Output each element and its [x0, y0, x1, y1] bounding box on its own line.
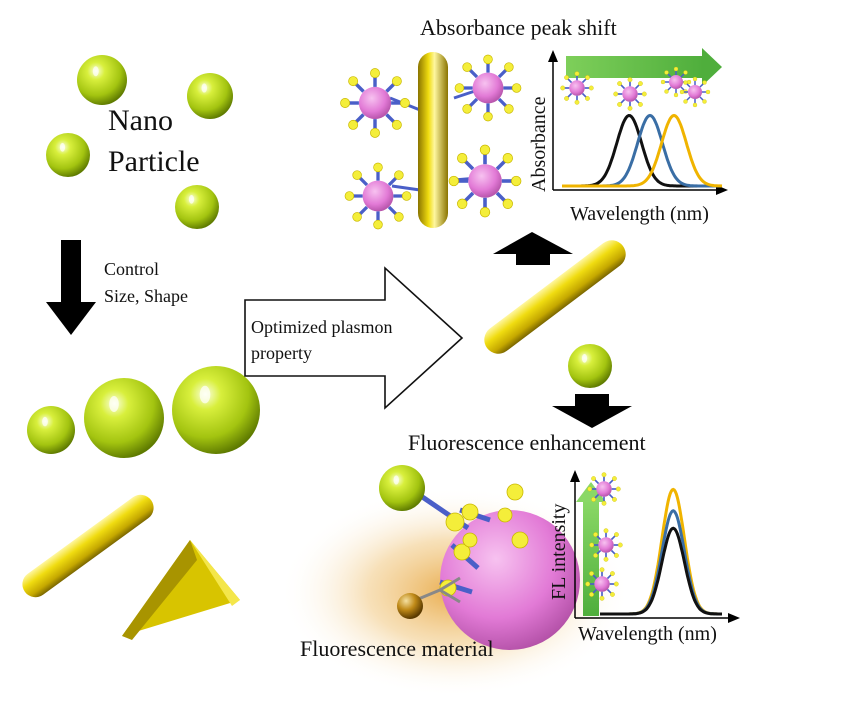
- dye-molecule: [453, 53, 523, 123]
- peak-curve-2: [600, 526, 722, 616]
- nanorod-vertical: [418, 52, 448, 228]
- dye-molecule: [679, 76, 711, 108]
- up-arrow-icon: [493, 232, 573, 265]
- absorbance-chart: [548, 48, 728, 195]
- dye-molecule: [338, 66, 412, 140]
- down-arrow-icon: [46, 240, 96, 335]
- down-small-arrow-icon: [552, 394, 632, 428]
- fluorophore-ball: [397, 593, 423, 619]
- nanoparticle-cluster: [46, 55, 233, 229]
- particle-label: Particle: [108, 145, 200, 178]
- absorbance-x-label: Wavelength (nm): [570, 203, 709, 225]
- fluorescence-enhancement-title: Fluorescence enhancement: [408, 430, 646, 455]
- fluorescence-material-label: Fluorescence material: [300, 636, 494, 661]
- control-label-line1: Control: [104, 259, 160, 279]
- nano-sphere-small: [27, 406, 75, 454]
- nano-sphere-medium: [84, 378, 164, 458]
- nano-prism: [122, 540, 240, 640]
- dye-molecule: [343, 161, 413, 231]
- nano-sphere: [187, 73, 233, 119]
- sized-spheres: [27, 366, 260, 458]
- dye-molecule: [559, 70, 595, 106]
- enhancement-arrow: [583, 500, 599, 616]
- rod-dye-assembly: [338, 52, 523, 231]
- nanorod-center: [484, 240, 626, 354]
- nano-sphere: [46, 133, 90, 177]
- nano-sphere-center: [568, 344, 612, 388]
- dye-molecule: [612, 76, 648, 112]
- optimized-label-line1: Optimized plasmon: [251, 317, 393, 337]
- dye-molecule: [586, 471, 622, 507]
- absorbance-shift-title: Absorbance peak shift: [420, 15, 617, 40]
- peak-curve-2: [562, 113, 723, 188]
- dye-molecule: [588, 527, 624, 563]
- nano-sphere: [175, 185, 219, 229]
- fl-x-label: Wavelength (nm): [578, 623, 717, 645]
- peak-shift-arrow: [566, 56, 704, 78]
- absorbance-curves: [562, 113, 723, 188]
- control-label-line2: Size, Shape: [104, 286, 188, 306]
- nano-sphere-attached: [379, 465, 425, 511]
- fl-intensity-chart: [570, 470, 740, 623]
- fl-curves: [600, 487, 722, 616]
- nano-sphere-large: [172, 366, 260, 454]
- fl-y-label: FL intensity: [548, 503, 570, 600]
- dye-molecule: [447, 143, 523, 219]
- fluorescence-assembly: [280, 465, 630, 697]
- process-arrow: [244, 266, 464, 410]
- nanorod-left: [22, 494, 154, 598]
- dye-molecule: [584, 566, 620, 602]
- nano-label: Nano: [108, 104, 173, 137]
- absorbance-y-label: Absorbance: [528, 96, 550, 192]
- nano-sphere: [77, 55, 127, 105]
- optimized-label-line2: property: [251, 343, 312, 363]
